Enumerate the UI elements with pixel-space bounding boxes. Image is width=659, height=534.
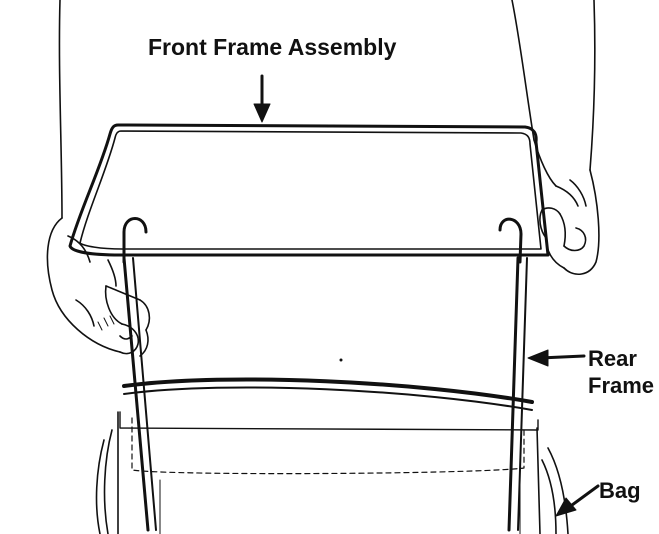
left-hand: [46, 0, 151, 357]
front-frame: [68, 123, 550, 257]
bag-label: Bag: [599, 478, 641, 503]
bag-drawing: [95, 411, 569, 534]
callout-arrows: [253, 74, 600, 517]
rear-frame-label: Rear Frame: [588, 345, 654, 399]
rear-frame-label-line2: Frame: [588, 373, 655, 398]
front-frame-assembly-label: Front Frame Assembly: [148, 34, 397, 60]
right-hand: [511, 0, 600, 275]
frame-hooks: [122, 217, 523, 264]
stray-dot: [339, 358, 343, 362]
rear-frame-label-line1: Rear: [588, 346, 637, 371]
rear-frame-crossbar: [122, 377, 534, 411]
rear-frame-rods: [122, 256, 528, 532]
